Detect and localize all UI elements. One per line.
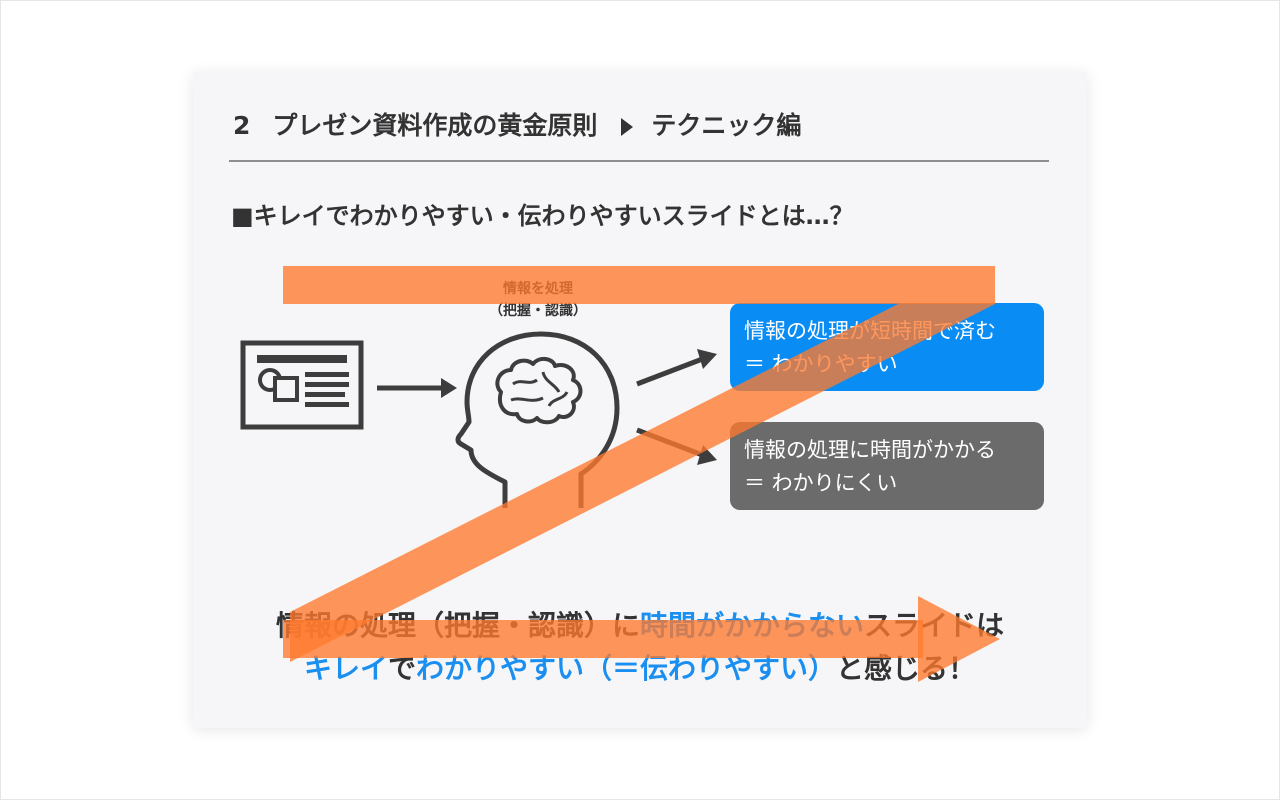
- process-label-line2: （把握・認識）: [489, 303, 587, 319]
- result-hard-line2: ＝ わかりにくい: [744, 471, 898, 495]
- summary-line-1: 情報の処理（把握・認識）に時間がかからないスライドは: [193, 604, 1087, 644]
- section-number: 2: [233, 111, 251, 140]
- summary-1a: 情報の処理（把握・認識）に: [275, 609, 640, 642]
- summary-line-2: キレイでわかりやすい（＝伝わりやすい）と感じる！: [193, 647, 1087, 687]
- section-subtitle: テクニック編: [651, 111, 802, 140]
- summary-2c-highlight: わかりやすい（＝伝わりやすい）: [416, 652, 837, 685]
- result-box-hard: 情報の処理に時間がかかる ＝ わかりにくい: [730, 422, 1044, 510]
- result-hard-line1: 情報の処理に時間がかかる: [744, 438, 996, 462]
- header-divider: [229, 160, 1049, 162]
- result-box-easy: 情報の処理が短時間で済む ＝ わかりやすい: [730, 303, 1044, 391]
- arrow-down-right-icon: [636, 427, 717, 465]
- arrow-up-right-icon: [636, 349, 717, 387]
- result-easy-line2: ＝ わかりやすい: [744, 352, 898, 376]
- presentation-slide: 2 プレゼン資料作成の黄金原則 テクニック編 ■キレイでわかりやすい・伝わりやすいス…: [193, 72, 1087, 728]
- summary-2b: で: [387, 652, 416, 685]
- section-title: プレゼン資料作成の黄金原則: [272, 111, 598, 140]
- process-label: 情報を処理 （把握・認識）: [478, 278, 598, 322]
- arrow-right-icon: [377, 378, 457, 398]
- summary-2a-highlight: キレイ: [303, 652, 388, 685]
- slide-header: 2 プレゼン資料作成の黄金原則 テクニック編: [233, 106, 801, 142]
- summary-1b-highlight: 時間がかからない: [639, 609, 864, 642]
- document-icon: [240, 340, 364, 430]
- head-brain-icon: [455, 331, 620, 508]
- breadcrumb-triangle-icon: [621, 118, 634, 136]
- summary-1c: スライドは: [864, 609, 1005, 642]
- result-easy-line1: 情報の処理が短時間で済む: [744, 319, 996, 343]
- process-label-line1: 情報を処理: [503, 281, 573, 297]
- question-heading: ■キレイでわかりやすい・伝わりやすいスライドとは…？: [231, 202, 854, 230]
- summary-2d: と感じる！: [836, 652, 977, 685]
